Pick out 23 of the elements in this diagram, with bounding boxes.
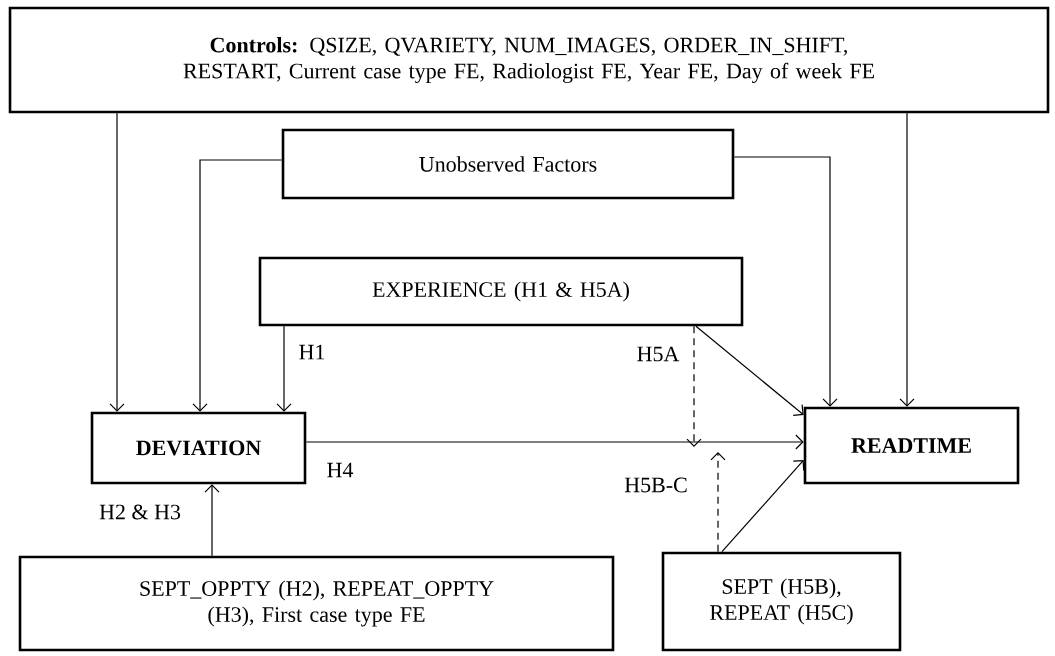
arrow: [710, 452, 726, 553]
arrow: [305, 434, 804, 450]
variable-box: DEVIATION: [90, 411, 307, 485]
arrow: [204, 484, 220, 557]
variable-box: SEPT (H5B), REPEAT (H5C): [661, 551, 902, 652]
arrow: [721, 460, 805, 553]
variable-box: Unobserved Factors: [281, 128, 735, 200]
edge-label: H5A: [635, 345, 681, 363]
arrow: [276, 325, 292, 412]
arrow: [686, 325, 702, 447]
arrow: [733, 156, 838, 407]
arrow: [109, 112, 125, 412]
variable-box: Controls: QSIZE, QVARIETY, NUM_IMAGES, ORDER_IN_SHIFT, RESTART, Current case type FE, Radiologist FE, Year FE, Day of week FE: [8, 6, 1050, 114]
edge-label: H5B-C: [623, 476, 689, 494]
arrow: [192, 159, 283, 412]
edge-label: H1: [297, 343, 327, 361]
edge-label: H2 & H3: [98, 503, 182, 521]
variable-box: EXPERIENCE (H1 & H5A): [258, 256, 744, 327]
edge-label: H4: [325, 461, 355, 479]
arrow: [695, 325, 804, 416]
variable-box: SEPT_OPPTY (H2), REPEAT_OPPTY (H3), First case type FE: [18, 555, 615, 652]
variable-box: READTIME: [803, 406, 1020, 485]
arrow: [899, 112, 915, 407]
